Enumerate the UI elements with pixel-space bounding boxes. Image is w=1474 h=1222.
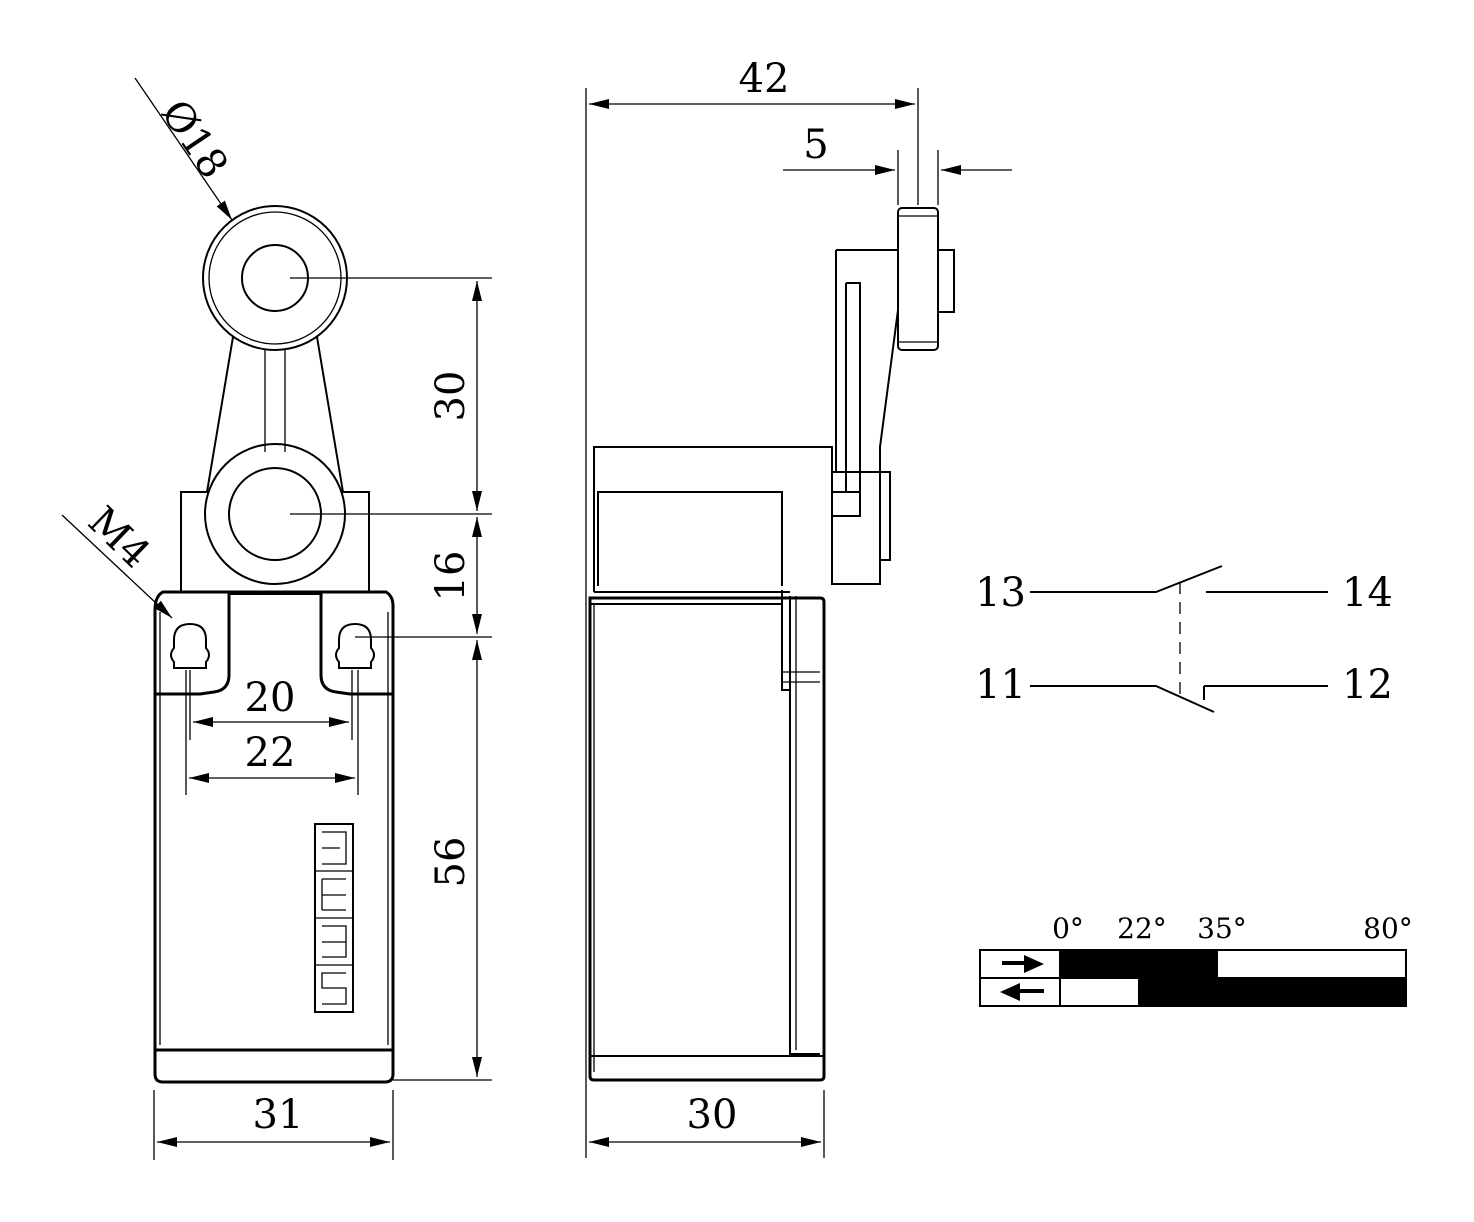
side-hub-detail [832, 491, 861, 517]
leader-diameter [134, 77, 233, 221]
dim-hole-outer: 22 [245, 730, 296, 776]
dim-body-width: 31 [253, 1092, 304, 1138]
side-view: 42 5 30 [585, 56, 1012, 1158]
mounting-hole-left [170, 622, 210, 669]
lever-edge-left [206, 336, 234, 493]
logo-dividers [315, 870, 353, 966]
head-block [180, 491, 370, 592]
dim-head-height: 16 [428, 551, 474, 602]
terminal-11: 11 [975, 662, 1026, 708]
logo-letter-a [322, 925, 347, 958]
front-view: emas Ø18 30 16 56 M4 20 22 31 [0, 0, 492, 1160]
side-lever-arm [835, 249, 899, 492]
ext-body-width [153, 1090, 394, 1160]
angle-label-80: 80° [1363, 912, 1413, 945]
dim-roller-diameter: Ø18 [152, 92, 237, 187]
logo-letter-s [321, 972, 347, 1005]
body-top-right [319, 592, 393, 696]
ext-hole-outer [185, 670, 359, 795]
logo-letter-m [321, 878, 346, 911]
travel-diagram: 0° 22° 35° 80° [979, 912, 1413, 1007]
dim-thread: M4 [79, 498, 159, 577]
side-cover-grooves [782, 671, 820, 683]
body-outline [153, 590, 395, 1084]
left-arrow-icon [1000, 983, 1044, 1001]
side-cover-step [781, 590, 790, 691]
dim-hole-inner: 20 [245, 675, 296, 721]
angle-label-0: 0° [1052, 912, 1084, 945]
travel-return-closed-band [1138, 978, 1406, 1006]
ext-side-roller [897, 150, 939, 205]
terminal-13: 13 [975, 570, 1026, 616]
side-roller-edges [898, 215, 938, 343]
mounting-hole-right [335, 622, 375, 669]
side-head-inner [597, 491, 783, 586]
contact-diagram: 13 14 11 12 [975, 565, 1393, 713]
logo-text: emas [0, 0, 3, 1]
nc-contact-left [1030, 685, 1215, 713]
leader-thread [61, 514, 173, 619]
dim-roller-width: 5 [803, 122, 828, 168]
dim-body-height: 56 [428, 837, 474, 888]
lever-edge-right [316, 336, 344, 493]
emas-logo: emas [0, 0, 354, 1013]
terminal-14: 14 [1342, 570, 1393, 616]
side-cover [789, 596, 820, 1055]
no-contact-left [1030, 565, 1223, 593]
dim-total-depth: 42 [739, 56, 790, 102]
angle-label-35: 35° [1197, 912, 1247, 945]
body-inner-lines [159, 612, 389, 1045]
right-arrow-icon [1002, 955, 1044, 973]
body-top-left [156, 590, 231, 696]
side-hub [831, 471, 881, 585]
ext-hole-inner [189, 670, 353, 740]
side-roller [897, 207, 939, 351]
side-head [593, 446, 833, 592]
side-body [588, 596, 826, 1082]
dim-body-depth: 30 [687, 1092, 738, 1138]
nc-contact-right [1203, 685, 1328, 700]
travel-forward-closed-band [1060, 950, 1218, 978]
terminal-12: 12 [1342, 662, 1393, 708]
lever-rib [264, 350, 286, 452]
dim-lever-length: 30 [428, 371, 474, 422]
side-hub-cap [879, 471, 891, 561]
logo-letter-e [322, 831, 347, 865]
side-roller-axle [937, 249, 955, 313]
angle-label-22: 22° [1117, 912, 1167, 945]
